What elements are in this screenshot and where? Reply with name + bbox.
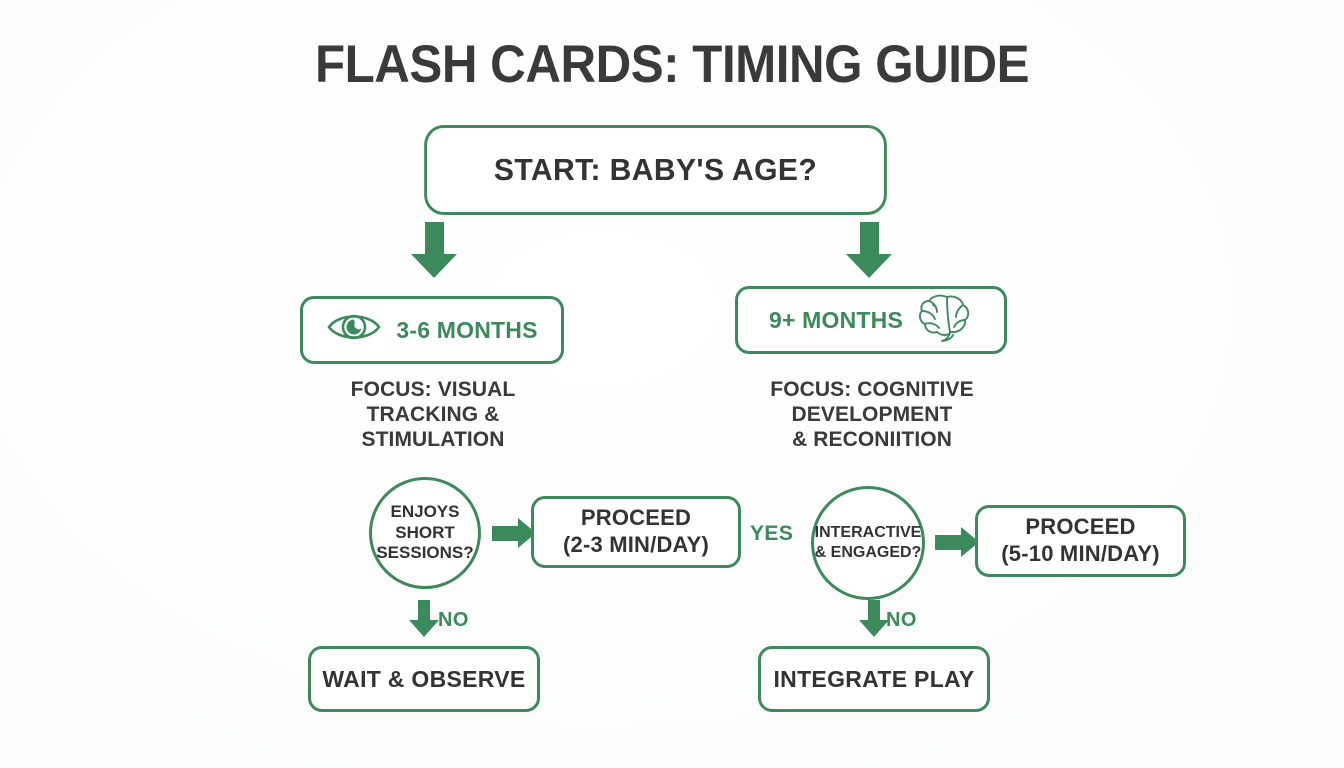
decision-label: INTERACTIVE & ENGAGED? — [800, 523, 936, 562]
decision-line: SHORT — [395, 522, 455, 542]
arrow-head — [409, 620, 439, 637]
start-node-label: START: BABY'S AGE? — [493, 152, 818, 187]
decision-line: INTERACTIVE — [814, 524, 922, 542]
decision-label: ENJOYS SHORT SESSIONS? — [357, 502, 493, 564]
age-node-9-plus-months[interactable]: 9+ MONTHS — [735, 286, 1007, 354]
page-title: FLASH CARDS: TIMING GUIDE — [314, 35, 1030, 94]
decision-interactive-engaged[interactable]: INTERACTIVE & ENGAGED? — [811, 486, 925, 600]
outcome-node-wait-observe[interactable]: WAIT & OBSERVE — [308, 646, 540, 712]
focus-caption-left: FOCUS: VISUAL TRACKING & STIMULATION — [302, 377, 564, 453]
arrow-decision-left-to-proceed — [492, 518, 536, 548]
outcome-node-integrate-play[interactable]: INTEGRATE PLAY — [758, 646, 990, 712]
proceed-line: PROCEED — [1025, 514, 1136, 540]
outcome-label: WAIT & OBSERVE — [322, 665, 526, 692]
arrow-decision-right-to-integrate — [859, 600, 889, 637]
start-node[interactable]: START: BABY'S AGE? — [424, 125, 887, 215]
edge-label-yes: YES — [750, 522, 794, 545]
arrow-decision-right-to-proceed — [935, 527, 979, 557]
decision-line: SESSIONS? — [376, 543, 474, 563]
proceed-node-2-3-min[interactable]: PROCEED (2-3 MIN/DAY) — [531, 496, 741, 568]
decision-enjoys-short-sessions[interactable]: ENJOYS SHORT SESSIONS? — [369, 477, 481, 589]
arrow-shaft — [868, 600, 880, 620]
decision-line: & ENGAGED? — [814, 544, 922, 561]
eye-icon — [326, 307, 382, 353]
arrow-shaft — [935, 534, 961, 550]
focus-line: FOCUS: COGNITIVE — [770, 378, 974, 401]
arrow-head — [859, 620, 889, 637]
proceed-line: (2-3 MIN/DAY) — [562, 532, 710, 557]
age-node-label: 3-6 MONTHS — [396, 316, 538, 343]
focus-line: & RECONIITION — [792, 428, 952, 452]
arrow-shaft — [859, 222, 879, 254]
focus-caption-right: FOCUS: COGNITIVE DEVELOPMENT & RECONIITI… — [737, 377, 1007, 453]
edge-label-no-right: NO — [886, 609, 917, 631]
arrow-decision-left-to-wait — [409, 600, 439, 637]
arrow-start-to-age-3-6 — [411, 222, 457, 278]
arrow-head — [846, 254, 892, 278]
age-node-label: 9+ MONTHS — [768, 306, 904, 333]
proceed-node-5-10-min[interactable]: PROCEED (5-10 MIN/DAY) — [975, 505, 1186, 577]
arrow-start-to-age-9-plus — [846, 222, 892, 278]
proceed-line: PROCEED — [580, 505, 692, 531]
focus-line: TRACKING & — [366, 403, 500, 427]
arrow-head — [411, 254, 457, 278]
brain-icon — [917, 291, 973, 349]
focus-line: FOCUS: VISUAL — [350, 378, 516, 401]
arrow-shaft — [424, 222, 444, 254]
focus-line: STIMULATION — [361, 428, 505, 452]
edge-label-no-left: NO — [438, 609, 469, 631]
age-node-3-6-months[interactable]: 3-6 MONTHS — [300, 296, 564, 364]
focus-line: DEVELOPMENT — [791, 403, 953, 427]
proceed-line: (5-10 MIN/DAY) — [1001, 541, 1160, 566]
outcome-label: INTEGRATE PLAY — [773, 665, 975, 692]
decision-line: ENJOYS — [390, 501, 460, 521]
arrow-shaft — [492, 525, 518, 541]
arrow-shaft — [418, 600, 430, 620]
arrow-head — [961, 527, 979, 557]
